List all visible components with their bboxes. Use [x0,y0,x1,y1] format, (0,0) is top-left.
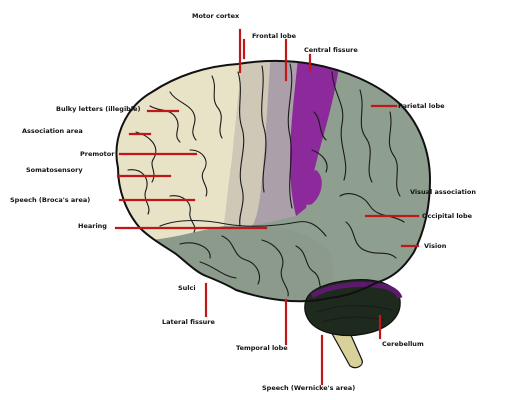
label-somatosensory: Somatosensory [26,166,83,174]
label-lateral-fissure: Lateral fissure [162,318,216,326]
label-hearing: Hearing [78,222,107,230]
label-association: Association area [22,127,83,135]
label-vision: Vision [424,242,447,250]
label-prefrontal: Bulky letters (illegible) [56,105,140,113]
label-frontal-lobe: Frontal lobe [252,32,297,40]
label-premotor: Premotor [80,150,115,158]
label-central-fissure: Central fissure [304,46,358,54]
label-visual-association: Visual association [410,188,476,196]
label-parietal: Parietal lobe [398,102,445,110]
label-cerebellum: Cerebellum [382,340,424,348]
label-wernicke: Speech (Wernicke's area) [262,384,355,392]
label-speech: Speech (Broca's area) [10,196,90,204]
label-motor-cortex: Motor cortex [192,12,240,20]
frontal-region [100,40,244,240]
label-temporal-lobe: Temporal lobe [236,344,288,352]
label-occipital: Occipital lobe [422,212,473,220]
label-sulci: Sulci [178,284,196,292]
